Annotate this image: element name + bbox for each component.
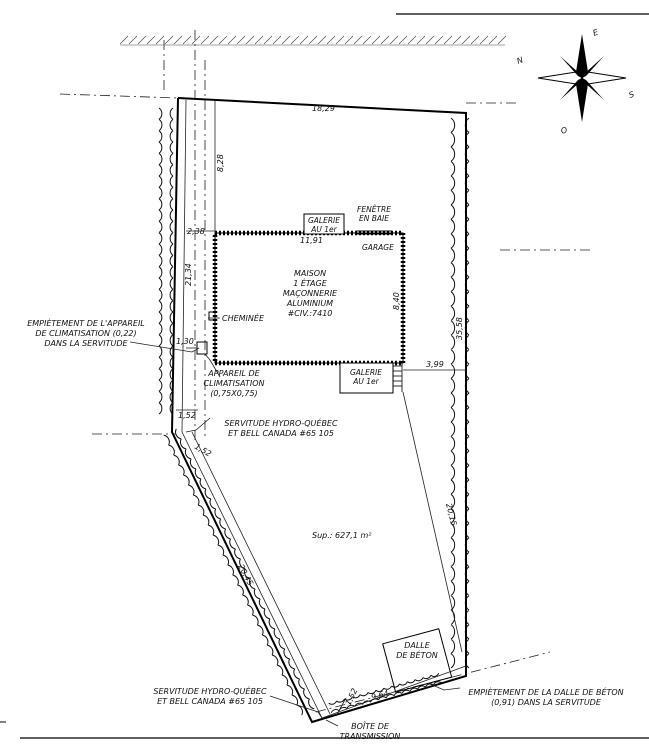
- dim-southeast: 20,15: [444, 502, 458, 526]
- tree-row-southwest: [163, 428, 315, 716]
- dim-north: 18,29: [312, 104, 335, 113]
- house-line-3: MAÇONNERIE: [283, 289, 338, 298]
- tree-row-south: [328, 672, 442, 714]
- dim-house-width: 11,91: [300, 236, 323, 245]
- dim-east-setback: 3,99: [426, 360, 444, 369]
- dalle-line2: DE BÉTON: [396, 649, 437, 660]
- compass-rose-icon: N E S O: [516, 27, 636, 136]
- street-hatching: [119, 35, 507, 46]
- drawing-frame: [0, 13, 649, 739]
- dim-servitude-diag: 1,52: [193, 442, 213, 459]
- appareil-line1: APPAREIL DE: [207, 369, 260, 378]
- compass-o: O: [560, 125, 569, 136]
- compass-e: E: [592, 27, 601, 38]
- fenetre-line2: EN BAIE: [359, 214, 389, 223]
- tree-row-west: [158, 107, 174, 415]
- empietement-ac-line1: EMPIÈTEMENT DE L'APPAREIL: [27, 317, 145, 328]
- servitude-bottom-line1: SERVITUDE HYDRO-QUÉBEC: [153, 685, 267, 696]
- appareil-line3: (0,75X0,75): [210, 389, 257, 398]
- appareil-line2: CLIMATISATION: [204, 379, 265, 388]
- property-boundary: [170, 97, 551, 724]
- house-line-1: MAISON: [294, 269, 326, 278]
- dim-west-setback: 2,38: [187, 227, 205, 236]
- dim-west-upper: 21,34: [184, 263, 193, 286]
- dim-front-setback: 8,28: [216, 154, 225, 172]
- dim-ac: 1,30: [176, 337, 194, 346]
- superficie-label: Sup.: 627,1 m²: [312, 531, 372, 540]
- leader-lines: [129, 317, 461, 727]
- house-line-4: ALUMINIUM: [286, 299, 333, 308]
- galerie-top-outline: [303, 213, 345, 235]
- dim-south: 9,64: [370, 689, 390, 702]
- house-line-5: #CIV.:7410: [288, 309, 333, 318]
- galerie-steps: [393, 363, 403, 392]
- house-footprint: [196, 213, 406, 394]
- house-label: MAISON 1 ÉTAGE MAÇONNERIE ALUMINIUM #CIV…: [283, 269, 338, 318]
- empietement-dalle-line1: EMPIÈTEMENT DE LA DALLE DE BÉTON: [468, 686, 623, 697]
- boite-line1: BOÎTE DE: [351, 720, 390, 731]
- galerie-bottom-line1: GALERIE: [350, 368, 382, 377]
- concrete-slab: [382, 628, 453, 693]
- fenetre-line1: FENÊTRE: [357, 205, 391, 214]
- dalle-line1: DALLE: [404, 641, 431, 650]
- garage-label: GARAGE: [362, 243, 394, 252]
- galerie-top-line2: AU 1er: [310, 225, 337, 234]
- empietement-ac-line3: DANS LA SERVITUDE: [44, 339, 128, 348]
- servitude-mid-line1: SERVITUDE HYDRO-QUÉBEC: [224, 417, 338, 428]
- dim-east: 35,58: [455, 317, 464, 340]
- chimney-mark: [208, 311, 216, 321]
- cheminee-label: CHEMINÉE: [222, 312, 265, 323]
- empietement-ac-line2: DE CLIMATISATION (0,22): [35, 329, 136, 338]
- servitude-bottom-line2: ET BELL CANADA #65 105: [157, 697, 263, 706]
- dimension-lines: [176, 100, 466, 717]
- house-line-2: 1 ÉTAGE: [293, 277, 328, 288]
- galerie-bottom-line2: AU 1er: [352, 377, 379, 386]
- dim-house-depth: 8,40: [392, 292, 401, 310]
- galerie-bottom-outline: [339, 362, 394, 394]
- galerie-top-line1: GALERIE: [308, 216, 340, 225]
- compass-n: N: [516, 55, 525, 66]
- dim-servitude-top: 1,52: [178, 411, 196, 420]
- empietement-dalle-line2: (0,91) DANS LA SERVITUDE: [491, 698, 602, 707]
- compass-s: S: [628, 90, 636, 100]
- servitude-mid-line2: ET BELL CANADA #65 105: [228, 429, 334, 438]
- boite-line2: TRANSMISSION: [340, 732, 401, 741]
